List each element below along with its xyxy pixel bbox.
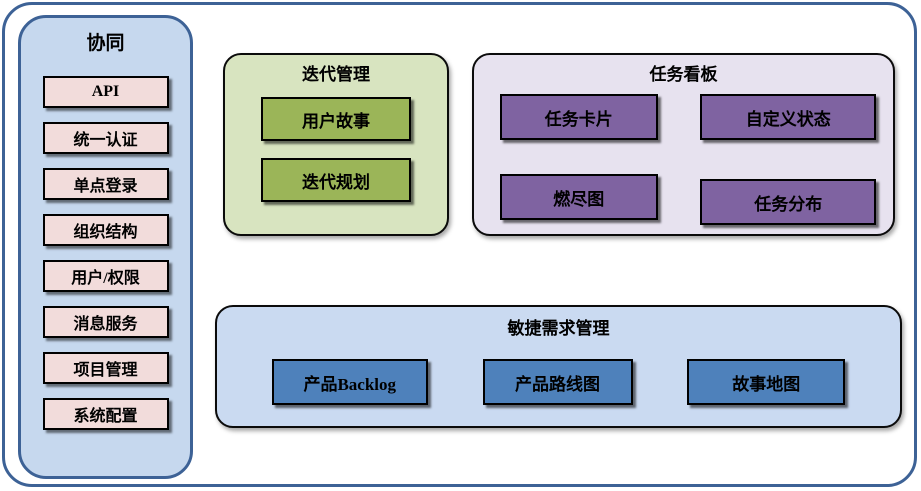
- item-burndown-chart: 燃尽图: [499, 174, 658, 220]
- sidebar-item-project-management: 项目管理: [42, 352, 169, 384]
- item-task-distribution: 任务分布: [700, 179, 877, 225]
- sidebar-item-list: API 统一认证 单点登录 组织结构 用户/权限 消息服务 项目管理 系统配置: [21, 76, 190, 430]
- item-iteration-planning: 迭代规划: [261, 158, 411, 202]
- item-product-roadmap: 产品路线图: [482, 359, 633, 405]
- sidebar-item-unified-auth: 统一认证: [42, 122, 169, 154]
- sidebar-item-api: API: [42, 76, 169, 108]
- sidebar-title: 协同: [86, 33, 125, 54]
- collaboration-sidebar: 协同 API 统一认证 单点登录 组织结构 用户/权限 消息服务 项目管理 系统…: [18, 15, 193, 479]
- sidebar-item-system-config: 系统配置: [42, 398, 169, 430]
- task-board-group: 任务看板 任务卡片 自定义状态 燃尽图 任务分布: [472, 53, 895, 236]
- item-task-card: 任务卡片: [499, 94, 658, 140]
- sidebar-item-user-permissions: 用户/权限: [42, 260, 169, 292]
- sidebar-item-sso: 单点登录: [42, 168, 169, 200]
- item-custom-status: 自定义状态: [700, 94, 877, 140]
- agile-requirements-title: 敏捷需求管理: [507, 319, 610, 338]
- sidebar-item-org-structure: 组织结构: [42, 214, 169, 246]
- item-user-story: 用户故事: [261, 97, 411, 141]
- iteration-management-title: 迭代管理: [302, 65, 370, 84]
- sidebar-item-message-service: 消息服务: [42, 306, 169, 338]
- task-board-title: 任务看板: [649, 65, 718, 84]
- item-story-map: 故事地图: [687, 359, 846, 405]
- agile-requirements-group: 敏捷需求管理 产品Backlog 产品路线图 故事地图: [215, 305, 902, 428]
- task-board-item-list: 任务卡片 自定义状态 燃尽图 任务分布: [474, 94, 893, 225]
- agile-requirements-item-list: 产品Backlog 产品路线图 故事地图: [217, 359, 900, 405]
- item-product-backlog: 产品Backlog: [271, 359, 428, 405]
- iteration-management-group: 迭代管理 用户故事 迭代规划: [223, 53, 449, 236]
- iteration-item-list: 用户故事 迭代规划: [225, 97, 447, 202]
